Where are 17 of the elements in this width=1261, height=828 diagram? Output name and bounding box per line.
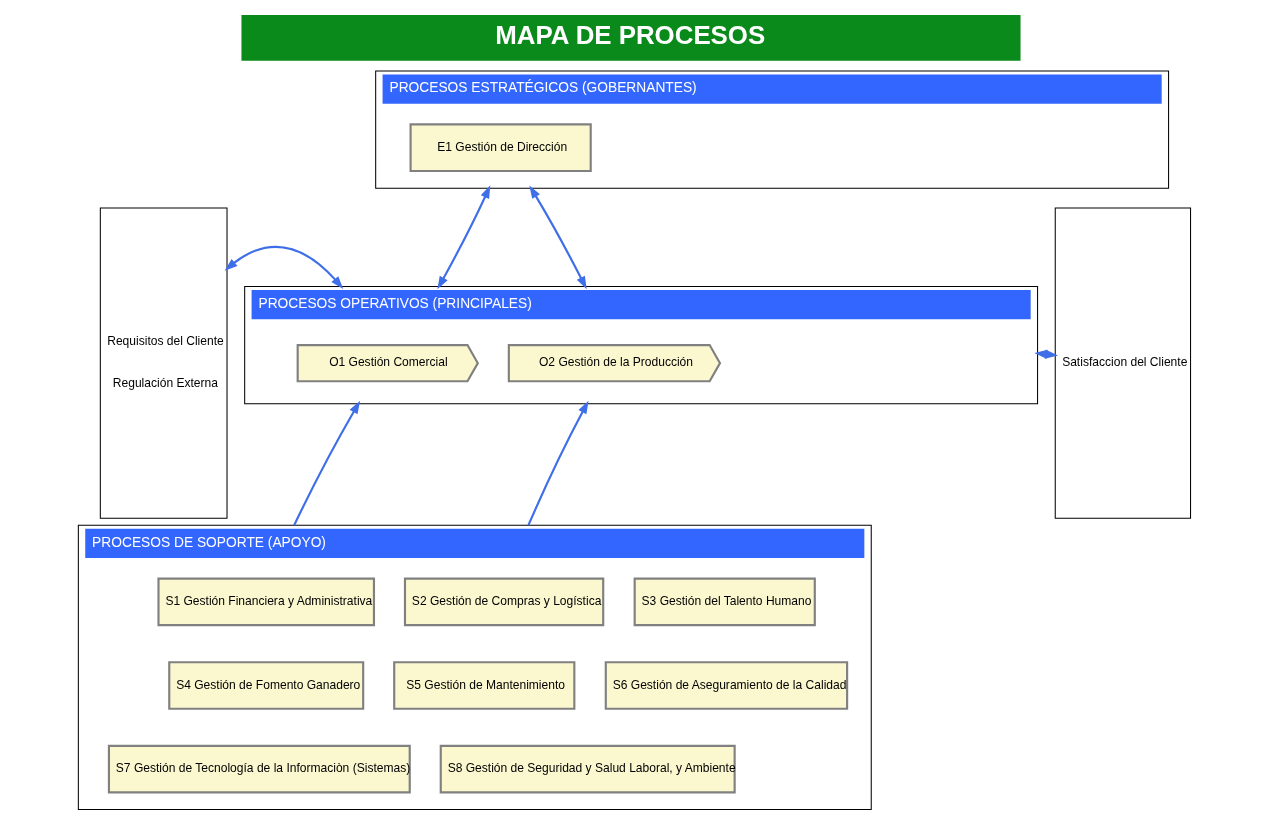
arrow [528, 185, 587, 290]
node-box: Satisfaccion del Cliente [1054, 207, 1191, 519]
node-box: S2 Gestión de Compras y Logística [403, 577, 604, 627]
arrow [224, 245, 343, 289]
node-box: S4 Gestión de Fomento Ganadero [167, 661, 364, 710]
node-box: S5 Gestión de Mantenimiento [392, 661, 575, 710]
arrow [526, 400, 589, 526]
diagram-title: MAPA DE PROCESOS [494, 20, 765, 49]
arrow [292, 400, 360, 526]
arrow [436, 185, 490, 290]
node-box: S8 Gestión de Seguridad y Salud Laboral, y Ambiente [439, 744, 736, 794]
node-box: E1 Gestión de Dirección [409, 123, 592, 173]
node-box: S6 Gestión de Aseguramiento de la Calidad [604, 661, 848, 710]
node-box: S3 Gestión del Talento Humano [633, 577, 816, 627]
node-box: S7 Gestión de Tecnología de la Informaciòn (Sistemas) [107, 744, 411, 794]
node-box: S1 Gestión Financiera y Administrativa [156, 577, 375, 627]
node-box: Requisitos del Cliente Regulación Externa [99, 207, 228, 519]
